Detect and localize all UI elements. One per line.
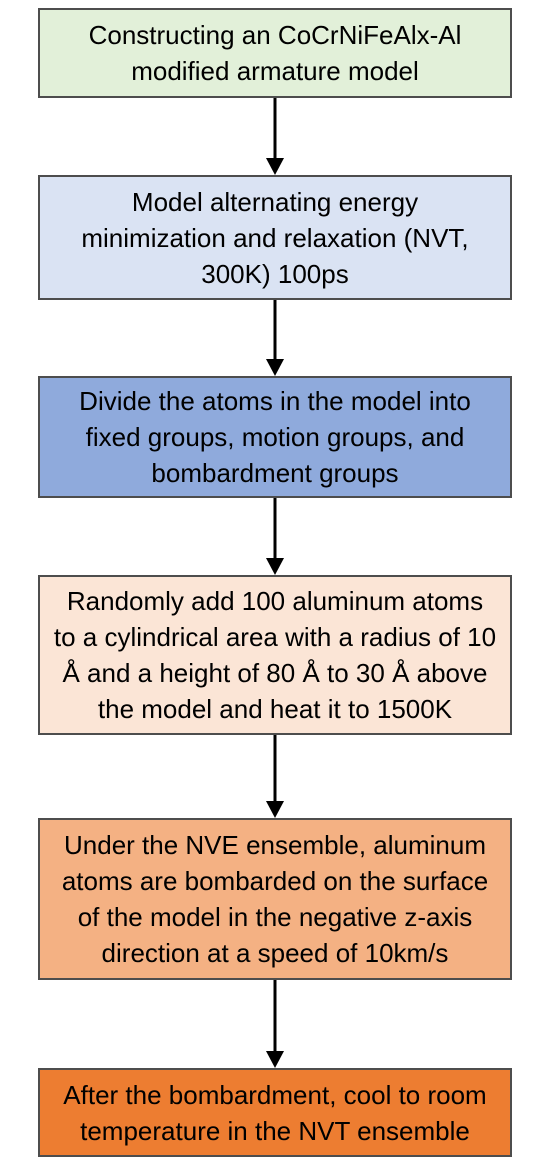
step-2-text: Model alternating energy minimization an… [81,186,469,289]
arrow-3-to-4 [266,498,284,575]
step-4-text: Randomly add 100 aluminum atoms to a cyl… [53,586,497,724]
step-5-box: Under the NVE ensemble, aluminum atoms a… [38,818,512,980]
step-5-text: Under the NVE ensemble, aluminum atoms a… [61,830,489,968]
step-2-box: Model alternating energy minimization an… [38,175,512,300]
arrow-4-to-5 [266,735,284,818]
arrow-5-to-6 [266,980,284,1068]
step-6-box: After the bombardment, cool to room temp… [38,1068,512,1157]
step-4-box: Randomly add 100 aluminum atoms to a cyl… [38,575,512,735]
step-1-box: Constructing an CoCrNiFeAlx-Al modified … [38,8,512,98]
step-1-text: Constructing an CoCrNiFeAlx-Al modified … [88,20,462,86]
arrow-1-to-2 [266,98,284,175]
arrow-2-to-3 [266,300,284,376]
step-3-text: Divide the atoms in the model into fixed… [79,386,471,488]
step-3-box: Divide the atoms in the model into fixed… [38,376,512,498]
step-6-text: After the bombardment, cool to room temp… [63,1079,487,1146]
